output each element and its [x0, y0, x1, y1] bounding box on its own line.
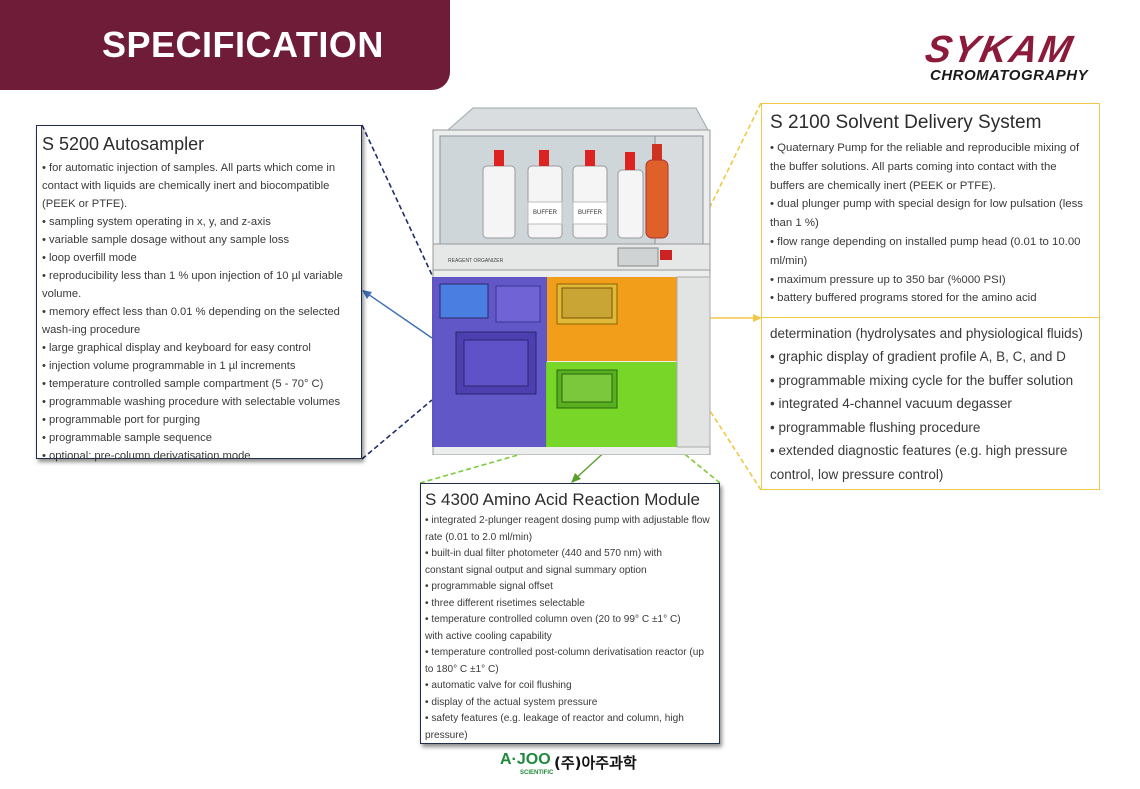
list-item: integrated 4-channel vacuum degasser: [770, 392, 1095, 416]
list-item: programmable port for purging: [42, 411, 353, 429]
list-item: flow range depending on installed pump h…: [770, 233, 1091, 271]
logo-subtitle: CHROMATOGRAPHY: [930, 67, 1089, 84]
ajoo-brand: A·JOO: [500, 751, 551, 768]
list-item: programmable flushing procedure: [770, 416, 1095, 440]
reagent-organizer-label: REAGENT ORGANIZER: [448, 258, 504, 264]
list-item: optional: pre-column derivatisation mode: [42, 447, 353, 465]
list-item: integrated 2-plunger reagent dosing pump…: [425, 513, 715, 546]
list-item: memory effect less than 0.01 % depending…: [42, 303, 353, 339]
list-item: with active cooling capability: [425, 630, 552, 642]
list-item: built-in dual filter photometer (440 and…: [425, 546, 715, 563]
solvent-spec-list-bottom: graphic display of gradient profile A, B…: [770, 345, 1095, 486]
list-item: extended diagnostic features (e.g. high …: [770, 439, 1095, 486]
autosampler-spec-box: S 5200 Autosampler for automatic injecti…: [36, 125, 362, 462]
list-item: temperature controlled column oven (20 t…: [425, 612, 715, 629]
page-title: SPECIFICATION: [102, 24, 384, 65]
bottle-label: BUFFER: [533, 210, 558, 216]
list-item: large graphical display and keyboard for…: [42, 339, 353, 357]
list-item: programmable sample sequence: [42, 429, 353, 447]
solvent-spec-list-top: Quaternary Pump for the reliable and rep…: [770, 139, 1091, 308]
ajoo-subtitle: SCIENTIFIC: [520, 770, 554, 776]
solvent-delivery-spec-box: S 2100 Solvent Delivery System Quaternar…: [761, 103, 1100, 490]
reaction-spec-list: integrated 2-plunger reagent dosing pump…: [425, 513, 715, 744]
ajoo-korean-name: (주)아주과학: [554, 754, 637, 772]
list-item: Quaternary Pump for the reliable and rep…: [770, 139, 1091, 195]
list-item: constant signal output and signal summar…: [425, 564, 647, 576]
ajoo-logo: A·JOO SCIENTIFIC (주)아주과학: [500, 745, 645, 781]
analyzer-instrument-image: BUFFER BUFFER REAGENT ORGANIZER: [428, 100, 713, 456]
section-divider: [762, 317, 1099, 318]
reaction-module-title: S 4300 Amino Acid Reaction Module: [425, 490, 701, 509]
autosampler-title: S 5200 Autosampler: [42, 134, 205, 154]
list-item: safety features (e.g. leakage of reactor…: [425, 711, 715, 744]
bottle-label: BUFFER: [578, 210, 603, 216]
list-item: battery buffered programs stored for the…: [770, 289, 1091, 308]
list-item: programmable washing procedure with sele…: [42, 393, 353, 411]
header-banner: SPECIFICATION: [0, 0, 450, 90]
sykam-logo: SYKAM CHROMATOGRAPHY: [922, 29, 1111, 90]
list-item: three different risetimes selectable: [425, 596, 715, 613]
continuation-text: determination (hydrolysates and physiolo…: [770, 326, 1083, 341]
list-item: sampling system operating in x, y, and z…: [42, 213, 353, 231]
list-item: temperature controlled post-column deriv…: [425, 645, 715, 678]
list-item: reproducibility less than 1 % upon injec…: [42, 267, 353, 303]
list-item: dual plunger pump with special design fo…: [770, 195, 1091, 233]
list-item: programmable signal offset: [425, 579, 715, 596]
list-item: for automatic injection of samples. All …: [42, 159, 353, 213]
reaction-module-spec-box: S 4300 Amino Acid Reaction Module integr…: [420, 483, 720, 744]
list-item: graphic display of gradient profile A, B…: [770, 345, 1095, 369]
list-item: variable sample dosage without any sampl…: [42, 231, 353, 249]
list-item: automatic valve for coil flushing: [425, 678, 715, 695]
list-item: programmable mixing cycle for the buffer…: [770, 369, 1095, 393]
list-item: maximum pressure up to 350 bar (%000 PSI…: [770, 271, 1091, 290]
list-item: loop overfill mode: [42, 249, 353, 267]
solvent-title: S 2100 Solvent Delivery System: [770, 112, 1042, 133]
list-item: temperature controlled sample compartmen…: [42, 375, 353, 393]
reagent-bottles: BUFFER BUFFER: [482, 144, 669, 239]
list-item: display of the actual system pressure: [425, 695, 715, 712]
autosampler-spec-list: for automatic injection of samples. All …: [42, 159, 353, 465]
list-item: injection volume programmable in 1 µl in…: [42, 357, 353, 375]
